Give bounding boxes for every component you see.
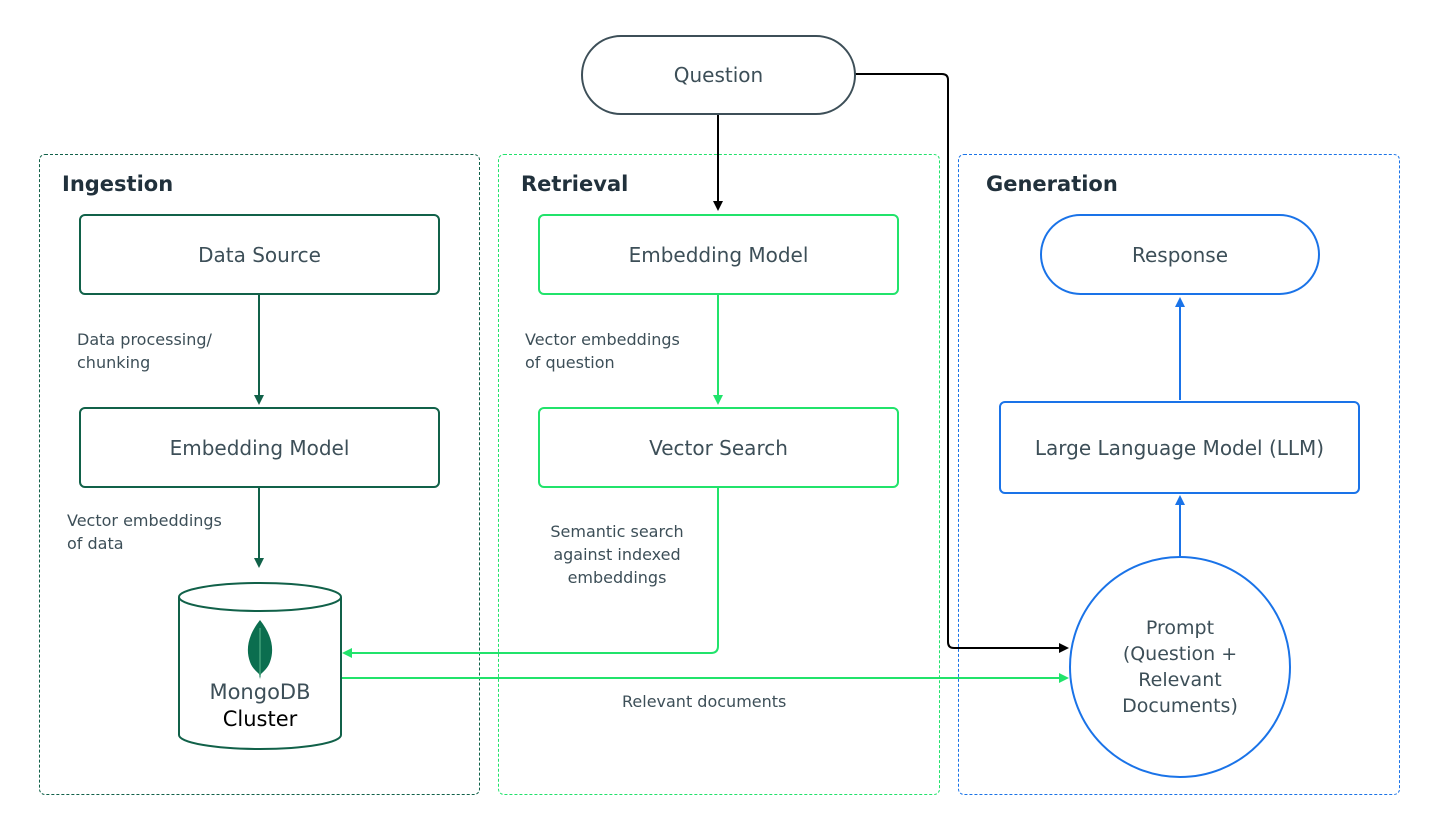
ingestion-embedding-box: Embedding Model [79,407,440,488]
vector-embeddings-data-text: Vector embeddings of data [67,511,222,553]
generation-title: Generation [986,172,1118,196]
processing-label: Data processing/ chunking [77,328,212,374]
generation-section [958,154,1400,795]
llm-box: Large Language Model (LLM) [999,401,1360,494]
prompt-node: Prompt (Question + Relevant Documents) [1069,556,1291,778]
retrieval-title: Retrieval [521,172,629,196]
vector-embeddings-data-label: Vector embeddings of data [67,509,222,555]
ingestion-section [39,154,480,795]
prompt-line-3: Documents) [1122,695,1238,717]
cluster-label: MongoDB Cluster [179,679,341,733]
data-source-box: Data Source [79,214,440,295]
semantic-search-text: Semantic search against indexed embeddin… [550,522,684,587]
question-embeddings-text: Vector embeddings of question [525,330,680,372]
relevant-documents-label: Relevant documents [622,692,787,711]
mongodb-brand: MongoDB [209,680,311,704]
prompt-line-2: Relevant [1138,669,1222,691]
question-to-prompt-arrow [855,73,1069,653]
processing-label-text: Data processing/ chunking [77,330,212,372]
ingestion-title: Ingestion [62,172,174,196]
mongodb-leaf-icon [247,620,273,679]
question-node: Question [581,35,856,115]
question-embeddings-label: Vector embeddings of question [525,328,680,374]
retrieval-embedding-box: Embedding Model [538,214,899,295]
semantic-search-label: Semantic search against indexed embeddin… [532,520,702,589]
cluster-name: Cluster [222,707,298,731]
vectorsearch-to-cluster-arrow [342,487,719,658]
prompt-line-1: (Question + [1122,643,1238,665]
vector-search-box: Vector Search [538,407,899,488]
prompt-title: Prompt [1145,617,1215,639]
response-node: Response [1040,214,1320,295]
